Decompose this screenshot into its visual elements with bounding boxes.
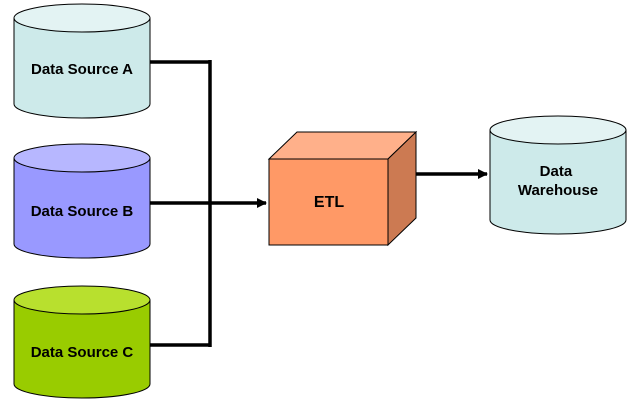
data-source-c-top xyxy=(13,285,151,315)
data-source-a-label: Data Source A xyxy=(31,61,133,78)
data-warehouse-label: Data Warehouse xyxy=(518,163,598,199)
data-source-c-body xyxy=(13,299,151,399)
data-warehouse-body xyxy=(489,129,627,235)
data-source-c-cylinder: Data Source C xyxy=(13,285,151,399)
data-warehouse-label-line2: Warehouse xyxy=(518,182,598,199)
etl-box-front xyxy=(268,158,389,246)
data-source-b-top xyxy=(13,143,151,173)
data-warehouse-cylinder: Data Warehouse xyxy=(489,115,627,235)
connectors xyxy=(150,60,488,347)
data-source-a-top xyxy=(13,3,151,33)
data-source-b-body xyxy=(13,157,151,259)
etl-label: ETL xyxy=(314,194,344,211)
data-source-a-cylinder: Data Source A xyxy=(13,3,151,119)
data-warehouse-top xyxy=(489,115,627,145)
data-source-b-label: Data Source B xyxy=(31,203,134,220)
data-source-c-label: Data Source C xyxy=(31,344,134,361)
etl-box: ETL xyxy=(267,130,418,247)
data-warehouse-label-line1: Data xyxy=(540,163,573,180)
data-source-b-cylinder: Data Source B xyxy=(13,143,151,259)
data-source-a-body xyxy=(13,17,151,119)
